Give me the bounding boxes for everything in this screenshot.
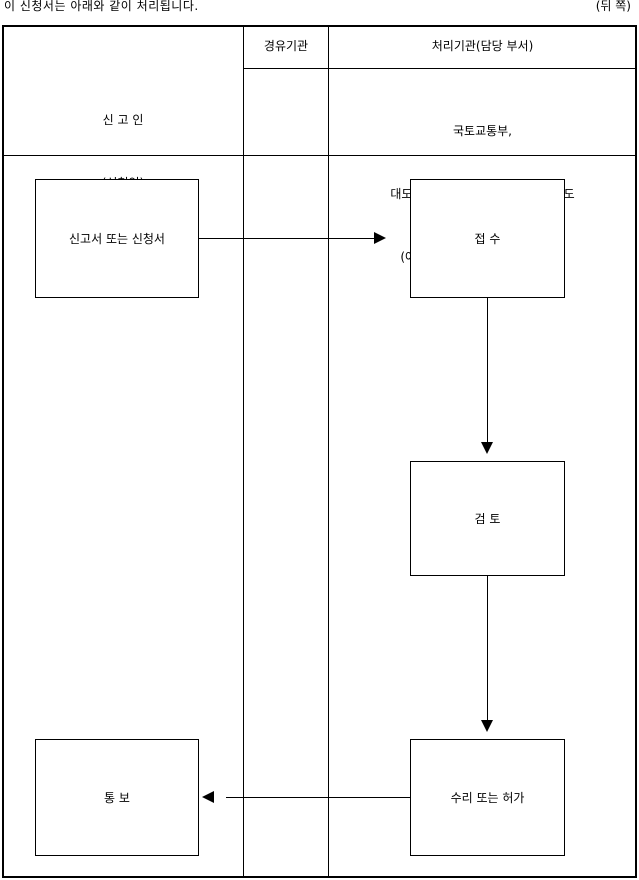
via-column-header: 경유기관 bbox=[263, 39, 309, 53]
form-caption: 이 신청서는 아래와 같이 처리됩니다. bbox=[4, 0, 199, 13]
header-bottom-line bbox=[3, 155, 636, 156]
arrow-right-icon bbox=[374, 232, 386, 244]
arrow-left-icon bbox=[202, 791, 214, 803]
page-side-note: (뒤 쪽) bbox=[595, 0, 631, 13]
notice-step-box: 통 보 bbox=[35, 739, 199, 856]
header-subdivider bbox=[243, 68, 636, 69]
flow-line-application-to-receipt bbox=[199, 238, 375, 239]
arrow-down-icon bbox=[481, 720, 493, 732]
column-divider-1 bbox=[243, 26, 244, 877]
applicant-header-line1: 신 고 인 bbox=[102, 113, 144, 127]
receipt-step-box: 접 수 bbox=[410, 179, 565, 298]
arrow-down-icon bbox=[481, 442, 493, 454]
flow-line-approval-to-notice bbox=[226, 797, 410, 798]
approval-step-box: 수리 또는 허가 bbox=[410, 739, 565, 856]
column-divider-2 bbox=[328, 26, 329, 877]
flow-line-receipt-to-review bbox=[487, 298, 488, 442]
processing-column-header: 처리기관(담당 부서) bbox=[431, 39, 534, 53]
flow-line-review-to-approval bbox=[487, 576, 488, 721]
application-step-box: 신고서 또는 신청서 bbox=[35, 179, 199, 298]
processing-agency-line1: 국토교통부, bbox=[452, 124, 512, 138]
review-step-box: 검 토 bbox=[410, 461, 565, 576]
flow-table-frame bbox=[2, 25, 637, 878]
